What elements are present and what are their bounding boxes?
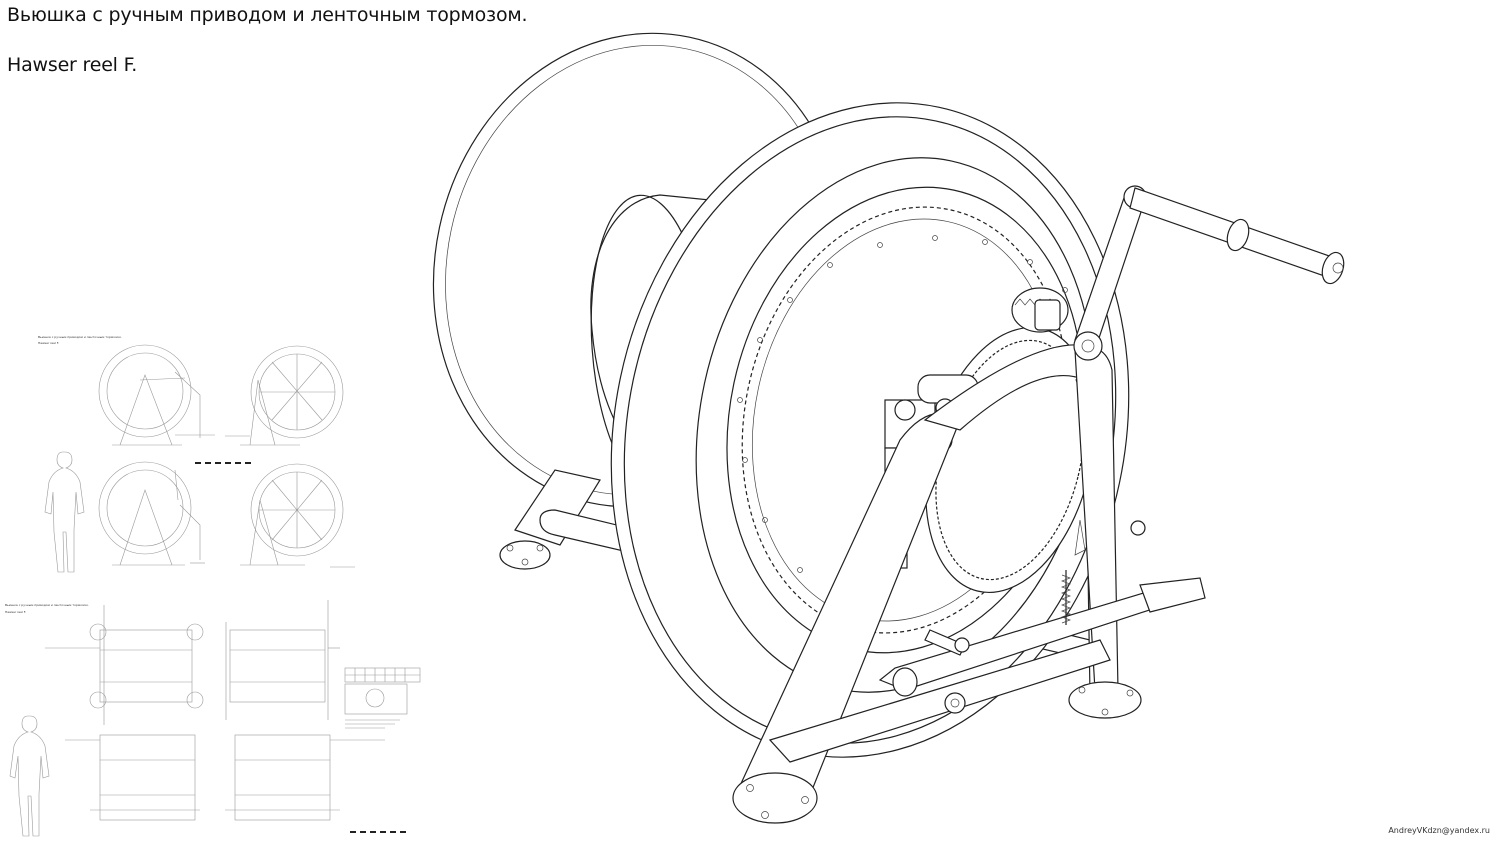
- drawing-title-english: Hawser reel F.: [7, 54, 138, 76]
- thumbnail-side-view-1: [65, 734, 200, 821]
- thumbnail-sheet2-title-en: Hawser reel F.: [5, 610, 26, 614]
- thumbnail-plan-view-2: [225, 600, 340, 720]
- thumbnail-spec-table: [344, 667, 421, 729]
- pinion-gear: [1011, 287, 1069, 333]
- thumbnail-view-front-right: [225, 345, 344, 446]
- thumbnail-plan-view-1: [45, 605, 204, 725]
- thumbnail-sheet1-title-en: Hawser reel F.: [38, 341, 59, 345]
- thumbnail-sheet-side-views: Вьюшка с ручным приводом и ленточным тор…: [38, 335, 355, 573]
- human-scale-figure-2: [9, 715, 50, 837]
- thumbnail-view-front-left: [98, 344, 215, 446]
- thumbnail-side-view-2: [225, 734, 385, 821]
- thumbnail-view-rear-left: [98, 461, 205, 566]
- thumbnail-sheet2-title-ru: Вьюшка с ручным приводом и ленточным тор…: [5, 603, 89, 607]
- hawser-reel-main-drawing: [432, 32, 1345, 824]
- author-credit-email: AndreyVKdzn@yandex.ru: [1388, 826, 1490, 835]
- thumbnail-view-rear-right: [240, 463, 355, 568]
- drawing-title-russian: Вьюшка с ручным приводом и ленточным тор…: [7, 4, 528, 26]
- crank-handle: [1073, 185, 1345, 361]
- thumbnail-sheet1-title-ru: Вьюшка с ручным приводом и ленточным тор…: [38, 335, 122, 339]
- thumbnail-sheet-plan-views: Вьюшка с ручным приводом и ленточным тор…: [5, 600, 421, 837]
- brake-spring: [924, 519, 1146, 656]
- base-cross-shaft: [878, 577, 1206, 714]
- human-scale-figure-1: [44, 451, 85, 573]
